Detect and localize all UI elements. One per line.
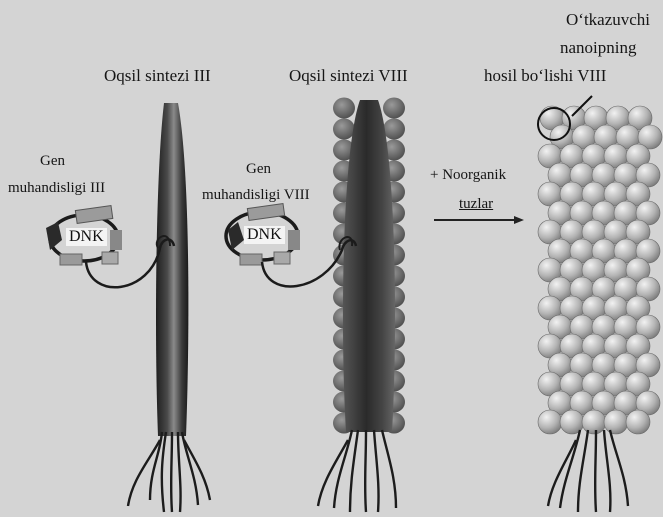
arrow-label-line2: tuzlar (459, 197, 493, 212)
col3-title: hosil bo‘lishi VIII (484, 67, 606, 84)
rod-bump (383, 98, 405, 119)
rod-bump (333, 98, 355, 119)
gen2-line2: muhandisligi VIII (202, 188, 310, 203)
gen1-line2: muhandisligi III (8, 181, 105, 196)
tail-fibers-viii (318, 430, 396, 512)
arrow-label-line1: + Noorganik (430, 168, 506, 183)
nanowire-sphere (582, 410, 606, 434)
rod-viii (333, 98, 405, 434)
col1-title: Oqsil sintezi III (104, 67, 211, 84)
dnk-label-2: DNK (244, 226, 285, 244)
gen2-line1: Gen (246, 162, 271, 177)
top-right-line2: nanoipning (560, 39, 637, 56)
top-right-line1: O‘tkazuvchi (566, 11, 650, 28)
tail-fibers-nanowire (548, 430, 628, 512)
nanowire-sphere (604, 410, 628, 434)
rod-bump (383, 119, 405, 140)
rod-iii (156, 103, 188, 436)
col2-title: Oqsil sintezi VIII (289, 67, 408, 84)
rod-bump (333, 119, 355, 140)
nanowire-sphere (626, 410, 650, 434)
tail-fibers-iii (128, 432, 210, 512)
gen1-line1: Gen (40, 154, 65, 169)
dnk-label-1: DNK (66, 228, 107, 246)
reaction-arrow (434, 216, 524, 224)
nanowire-sphere (538, 410, 562, 434)
nanowire-viii (538, 106, 662, 434)
